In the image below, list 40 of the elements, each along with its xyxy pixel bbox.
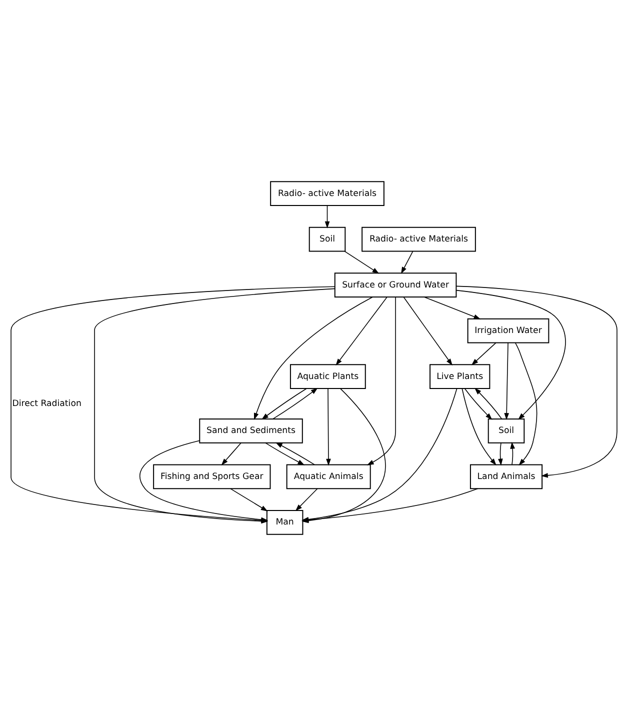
node-box: Aquatic Animals	[286, 464, 371, 489]
node-box: Man	[266, 509, 304, 534]
arrow	[401, 250, 414, 274]
arrow	[265, 442, 305, 465]
arrow	[254, 296, 373, 420]
arrow	[474, 387, 502, 419]
arrow	[324, 204, 330, 228]
node-box: Surface or Ground Water	[334, 272, 457, 297]
arrow	[344, 250, 380, 274]
node-box: Radio- active Materials	[362, 226, 476, 252]
arrow	[471, 342, 496, 365]
arrow	[464, 388, 492, 420]
node-box: Aquatic Plants	[290, 364, 366, 388]
arrow	[336, 296, 388, 366]
node-box: Land Animals	[470, 464, 543, 489]
arrow	[326, 388, 331, 466]
node-box: Live Plants	[430, 364, 490, 388]
node-box: Soil	[488, 418, 525, 443]
arrow	[504, 342, 510, 420]
arrow	[230, 488, 268, 511]
arrow	[272, 387, 318, 419]
arrow	[221, 442, 242, 465]
arrow	[262, 388, 307, 420]
arrow	[366, 296, 396, 465]
arrow	[403, 296, 452, 366]
node-box: Fishing and Sports Gear	[153, 464, 271, 489]
arrow	[498, 442, 503, 466]
arrow	[510, 441, 515, 464]
arrow	[462, 388, 496, 465]
node-box: Irrigation Water	[467, 318, 550, 343]
node-box: Sand and Sediments	[199, 418, 303, 443]
node-box: Soil	[308, 226, 346, 252]
arrow	[514, 342, 538, 465]
arrow	[456, 285, 618, 478]
node-box: Radio- active Materials	[270, 180, 384, 206]
arrow	[295, 488, 318, 511]
arrow	[424, 296, 481, 319]
arrow	[456, 289, 566, 420]
arrow	[275, 442, 315, 465]
edge-label: Direct Radiation	[12, 398, 82, 408]
